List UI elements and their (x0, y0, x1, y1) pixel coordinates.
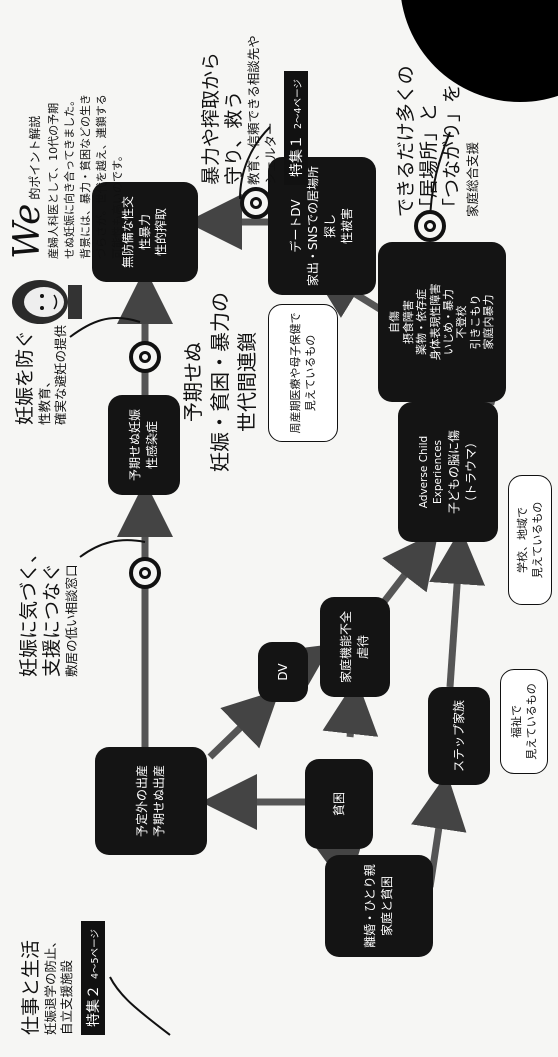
feature1-pointer (239, 126, 271, 200)
arrow-stepfamily-to-ace (429, 528, 486, 688)
ring-prevent (129, 341, 161, 373)
box-unwanted-pregnancy: 予期せぬ妊娠 性感染症 (108, 395, 180, 495)
notice-pointer (79, 539, 146, 558)
box-dv: DV (258, 642, 308, 702)
diagram-title: 予期せぬ 妊娠・貧困・暴力の 世代間連鎖 (181, 292, 259, 472)
ring-notice (129, 557, 161, 589)
prevent-pointer (69, 317, 141, 338)
note-school: 学校、地域で 見えているもの (508, 475, 552, 605)
explainer-we: We的ポイント解説 産婦人科医として、10代の予期 せぬ妊娠に向き合ってきました… (7, 94, 124, 259)
feature2-pointer (109, 976, 171, 1036)
callout-feature2: 仕事と生活 妊娠退学の防止、 自立支援施設 特集２4〜5ページ (20, 855, 105, 1035)
box-stepfamily: ステップ家族 (428, 687, 490, 785)
note-welfare: 福祉で 見えているもの (500, 669, 548, 774)
box-self-issues: 自傷 摂食障害 薬物・依存症 身体表現性障害 いじめ・暴力 不登校 引きこもり … (378, 242, 506, 402)
callout-feature1: 暴力や搾取から 守り、救う 教育、信頼できる相談先や シェルター 特集１2〜4ペ… (200, 15, 308, 185)
box-poverty: 貧困 (305, 759, 373, 849)
box-dysfunction: 家庭機能不全 虐待 (320, 597, 390, 697)
feature2-tag: 特集２4〜5ページ (80, 921, 105, 1035)
note-medical: 周産期医療や母子保健で 見えているもの (268, 304, 338, 442)
arrow-unexpected-to-dv (207, 689, 281, 760)
arrow-dysfunction-to-ace (377, 530, 439, 610)
arrow-poverty-to-dysfunction (322, 678, 379, 738)
doctor-portrait (12, 280, 82, 324)
box-divorce: 離婚・ひとり親 家庭と貧困 (325, 855, 433, 957)
callout-notice: 妊娠に気づく、 支援につなぐ 敷居の低い相談窓口 (18, 543, 80, 677)
box-ace: Adverse Child Experiences 子どもの脳に傷 （トラウマ） (398, 402, 498, 542)
box-unexpected-birth: 予定外の出産 予期せぬ出産 (95, 747, 207, 855)
feature1-tag: 特集１2〜4ページ (283, 71, 308, 185)
